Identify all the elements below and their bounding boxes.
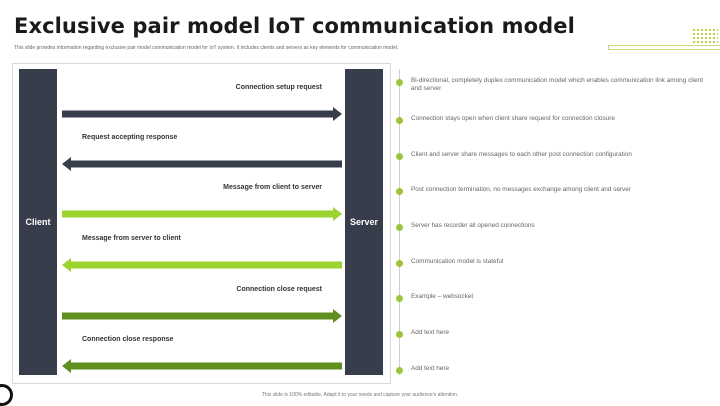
bullet-dot-icon [396, 224, 403, 231]
page-title: Exclusive pair model IoT communication m… [14, 14, 575, 38]
bullet-dot-icon [396, 295, 403, 302]
timeline-item-text: Example – websocket [411, 293, 474, 300]
message-arrow [62, 207, 342, 221]
timeline-item-text: Add text here [411, 365, 450, 372]
bullet-dot-icon [396, 153, 403, 160]
timeline-item-text: Post connection termination, no messages… [411, 186, 631, 193]
timeline-line [399, 69, 400, 375]
client-bar: Client [19, 69, 57, 375]
message-label: Connection close request [236, 286, 322, 293]
bullet-dot-icon [396, 188, 403, 195]
client-label: Client [25, 217, 51, 227]
message-arrow [62, 258, 342, 272]
message-label: Connection setup request [235, 84, 322, 91]
timeline-item-text: Bi-directional, completely duplex commun… [411, 77, 703, 92]
message-arrow [62, 157, 342, 171]
server-label: Server [349, 217, 379, 227]
timeline-item-text: Connection stays open when client share … [411, 115, 615, 122]
bullet-dot-icon [396, 260, 403, 267]
message-arrow [62, 309, 342, 323]
bullet-dot-icon [396, 367, 403, 374]
timeline-item-text: Client and server share messages to each… [411, 151, 632, 158]
footer-note: This slide is 100% editable. Adapt it to… [261, 392, 459, 398]
timeline-item-text: Server has recorder all opened connectio… [411, 222, 535, 229]
message-arrow [62, 359, 342, 373]
message-label: Message from server to client [82, 235, 181, 242]
diagram-frame [12, 63, 391, 384]
timeline-item-text: Add text here [411, 329, 450, 336]
message-label: Message from client to server [223, 184, 322, 191]
decorative-line [608, 45, 720, 50]
bullet-dot-icon [396, 79, 403, 86]
decorative-dot-grid [692, 28, 718, 44]
timeline-item-text: Communication model is stateful [411, 258, 504, 265]
bullet-dot-icon [396, 331, 403, 338]
message-label: Request accepting response [82, 134, 178, 141]
page-subtitle: This slide provides information regardin… [14, 45, 399, 51]
message-arrow [62, 107, 342, 121]
bullet-dot-icon [396, 117, 403, 124]
message-label: Connection close response [82, 336, 174, 343]
server-bar: Server [345, 69, 383, 375]
